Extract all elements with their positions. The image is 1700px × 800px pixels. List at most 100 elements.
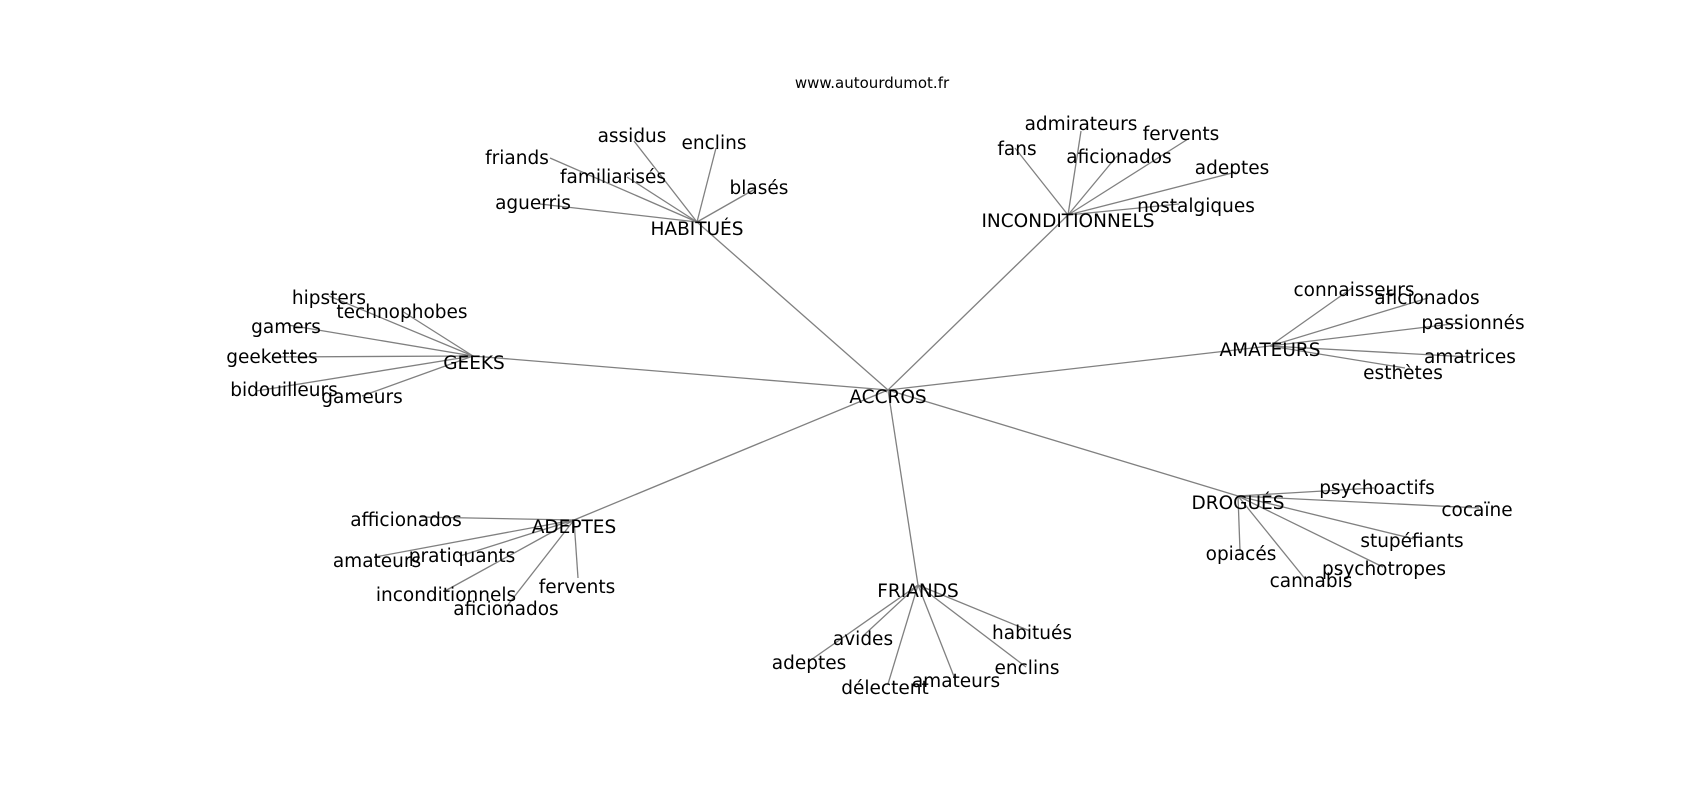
edge-branch-5-child-1 bbox=[459, 519, 575, 557]
leaf-node-label: délectent bbox=[841, 678, 928, 699]
edge-center-0 bbox=[696, 221, 889, 391]
edge-branch-0-child-1 bbox=[696, 147, 717, 223]
leaf-node-label: adeptes bbox=[772, 653, 846, 674]
branch-node-label: AMATEURS bbox=[1220, 340, 1321, 361]
leaf-node-label: blasés bbox=[730, 178, 789, 199]
edges bbox=[255, 130, 1480, 685]
edge-branch-6-child-0 bbox=[862, 584, 919, 637]
edge-branch-0-child-4 bbox=[696, 188, 756, 223]
leaf-node-label: amateurs bbox=[333, 551, 421, 572]
leaf-node-label: admirateurs bbox=[1025, 114, 1138, 135]
edge-center-5 bbox=[573, 389, 889, 521]
leaf-node-label: hipsters bbox=[292, 288, 366, 309]
leaf-node-label: gamers bbox=[251, 317, 321, 338]
edge-branch-6-child-5 bbox=[887, 584, 919, 685]
edge-branch-5-child-4 bbox=[444, 519, 575, 592]
edge-branch-5-child-0 bbox=[419, 516, 575, 521]
leaf-node-label: pratiquants bbox=[409, 546, 516, 567]
leaf-node-label: enclins bbox=[682, 133, 747, 154]
edge-branch-3-child-2 bbox=[1269, 322, 1461, 347]
edge-branch-5-child-5 bbox=[506, 519, 575, 607]
edge-branch-2-child-4 bbox=[255, 355, 474, 392]
edge-branch-6-child-1 bbox=[917, 584, 1031, 632]
edge-branch-4-child-1 bbox=[1237, 495, 1480, 509]
leaf-node-label: fervents bbox=[539, 577, 615, 598]
leaf-node-label: fans bbox=[997, 139, 1036, 160]
edge-branch-1-child-5 bbox=[1067, 203, 1180, 216]
edge-branch-0-child-0 bbox=[633, 140, 698, 223]
leaf-node-label: assidus bbox=[598, 126, 667, 147]
edge-branch-2-child-5 bbox=[361, 355, 474, 397]
edge-center-2 bbox=[472, 355, 889, 391]
leaf-node-label: psychotropes bbox=[1322, 559, 1446, 580]
leaf-node-label: friands bbox=[485, 148, 549, 169]
edge-center-4 bbox=[887, 389, 1239, 497]
edge-branch-2-child-2 bbox=[287, 324, 474, 357]
leaf-node-label: nostalgiques bbox=[1137, 196, 1255, 217]
edge-branch-0-child-2 bbox=[549, 157, 698, 223]
leaf-node-label: passionnés bbox=[1421, 313, 1524, 334]
edge-branch-1-child-3 bbox=[1067, 155, 1118, 216]
edge-branch-2-child-0 bbox=[328, 295, 474, 357]
leaf-node-label: aguerris bbox=[495, 193, 571, 214]
leaf-node-label: opiacés bbox=[1206, 544, 1277, 565]
leaf-node-label: inconditionnels bbox=[376, 585, 516, 606]
branch-node-label: DROGUÉS bbox=[1192, 492, 1285, 514]
leaf-node-label: adeptes bbox=[1195, 158, 1269, 179]
edge-branch-4-child-3 bbox=[1237, 495, 1241, 552]
edge-branch-5-child-3 bbox=[573, 519, 579, 579]
edge-branch-3-child-3 bbox=[1269, 345, 1471, 358]
edge-branch-6-child-2 bbox=[807, 584, 919, 663]
leaf-node-label: afficionados bbox=[350, 510, 462, 531]
leaf-node-label: amateurs bbox=[912, 671, 1000, 692]
edge-center-6 bbox=[887, 389, 919, 586]
leaf-node-label: cocaïne bbox=[1441, 500, 1512, 521]
edge-branch-0-child-5 bbox=[539, 203, 698, 223]
edge-center-3 bbox=[887, 345, 1271, 391]
leaf-node-label: avides bbox=[833, 629, 893, 650]
leaf-node-label: aficionados bbox=[1066, 147, 1171, 168]
leaf-node-label: bidouilleurs bbox=[230, 380, 337, 401]
leaf-node-label: geekettes bbox=[226, 347, 317, 368]
edge-branch-2-child-1 bbox=[401, 310, 474, 357]
leaf-node-label: familiarisés bbox=[560, 167, 666, 188]
leaf-node-label: enclins bbox=[995, 658, 1060, 679]
edge-branch-0-child-3 bbox=[626, 176, 698, 223]
labels: ACCROS HABITUÉS assidus enclins friands famil… bbox=[226, 114, 1524, 699]
edge-branch-1-child-4 bbox=[1067, 171, 1237, 216]
leaf-node-label: fervents bbox=[1143, 124, 1219, 145]
edge-branch-1-child-1 bbox=[1014, 147, 1069, 216]
edge-branch-6-child-4 bbox=[917, 584, 956, 680]
edge-branch-3-child-0 bbox=[1269, 287, 1353, 347]
leaf-node-label: amatrices bbox=[1424, 347, 1516, 368]
leaf-node-label: stupéfiants bbox=[1360, 531, 1463, 552]
edge-branch-2-child-3 bbox=[271, 355, 474, 358]
edge-branch-4-child-4 bbox=[1237, 495, 1384, 568]
edge-branch-1-child-0 bbox=[1067, 130, 1082, 216]
leaf-node-label: habitués bbox=[992, 623, 1072, 644]
branch-node-label: HABITUÉS bbox=[651, 218, 744, 240]
branch-node-label: ADEPTES bbox=[532, 517, 616, 538]
leaf-node-label: gameurs bbox=[321, 387, 402, 408]
edge-branch-4-child-5 bbox=[1237, 495, 1307, 581]
edge-center-1 bbox=[887, 214, 1069, 391]
leaf-node-label: connaisseurs bbox=[1293, 280, 1414, 301]
leaf-node-label: aficionados bbox=[453, 599, 558, 620]
edge-branch-3-child-1 bbox=[1269, 297, 1429, 347]
leaf-node-label: esthètes bbox=[1363, 363, 1443, 384]
branch-node-label: INCONDITIONNELS bbox=[981, 211, 1154, 232]
leaf-node-label: technophobes bbox=[336, 302, 467, 323]
leaf-node-label: cannabis bbox=[1270, 571, 1353, 592]
leaf-node-label: aficionados bbox=[1374, 288, 1479, 309]
branch-node-label: GEEKS bbox=[443, 353, 505, 374]
edge-branch-4-child-0 bbox=[1237, 487, 1375, 497]
edge-branch-1-child-2 bbox=[1067, 138, 1189, 216]
center-node-label: ACCROS bbox=[849, 387, 926, 408]
source-label: www.autourdumot.fr bbox=[795, 74, 950, 92]
edge-branch-4-child-2 bbox=[1237, 495, 1415, 540]
edge-branch-6-child-3 bbox=[917, 584, 1027, 668]
edge-branch-3-child-4 bbox=[1269, 345, 1406, 369]
branch-node-label: FRIANDS bbox=[877, 581, 958, 602]
edge-branch-5-child-2 bbox=[374, 519, 575, 558]
